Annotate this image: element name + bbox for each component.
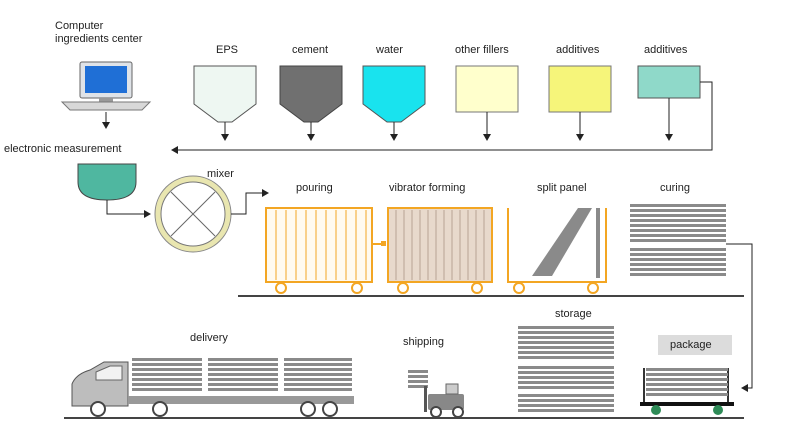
storage-stack bbox=[518, 326, 614, 412]
computer-label-line1: Computer bbox=[55, 20, 104, 32]
hopper-label-eps: EPS bbox=[216, 44, 239, 56]
hopper-water bbox=[362, 65, 426, 141]
storage-label: storage bbox=[555, 308, 592, 320]
hopper-cement bbox=[279, 65, 343, 141]
delivery-truck-icon bbox=[71, 358, 354, 417]
split-panel-label: split panel bbox=[537, 182, 587, 194]
arrow-to-package bbox=[726, 243, 753, 392]
vibrator-forming-mold bbox=[387, 207, 493, 294]
hopper-label-cement: cement bbox=[292, 44, 329, 56]
curing-label: curing bbox=[660, 182, 690, 194]
mixer-drum bbox=[154, 175, 269, 253]
hopper-label-additives-1: additives bbox=[556, 44, 600, 56]
hopper-label-other-fillers: other fillers bbox=[455, 44, 509, 56]
computer-icon bbox=[60, 61, 152, 111]
hopper-label-water: water bbox=[376, 44, 403, 56]
measurement-label: electronic measurement bbox=[4, 143, 122, 155]
hopper-additives-1 bbox=[548, 65, 612, 141]
computer-label: Computer ingredients center bbox=[55, 20, 142, 46]
measurement-hopper bbox=[77, 163, 151, 218]
hopper-additives-2 bbox=[171, 65, 713, 154]
forklift-icon bbox=[408, 370, 464, 418]
mixer-label: mixer bbox=[207, 168, 234, 180]
vibrator-forming-label: vibrator forming bbox=[389, 182, 466, 194]
package-cart bbox=[640, 335, 734, 415]
package-label: package bbox=[670, 339, 712, 351]
hopper-eps bbox=[193, 65, 257, 141]
curing-stack bbox=[630, 204, 726, 276]
pouring-mold bbox=[265, 207, 386, 294]
pouring-label: pouring bbox=[296, 182, 333, 194]
hopper-label-additives-2: additives bbox=[644, 44, 688, 56]
shipping-label: shipping bbox=[403, 336, 444, 348]
hopper-other-fillers bbox=[455, 65, 519, 141]
computer-label-line2: ingredients center bbox=[55, 33, 143, 45]
split-panel-mold bbox=[507, 208, 607, 294]
delivery-label: delivery bbox=[190, 332, 228, 344]
